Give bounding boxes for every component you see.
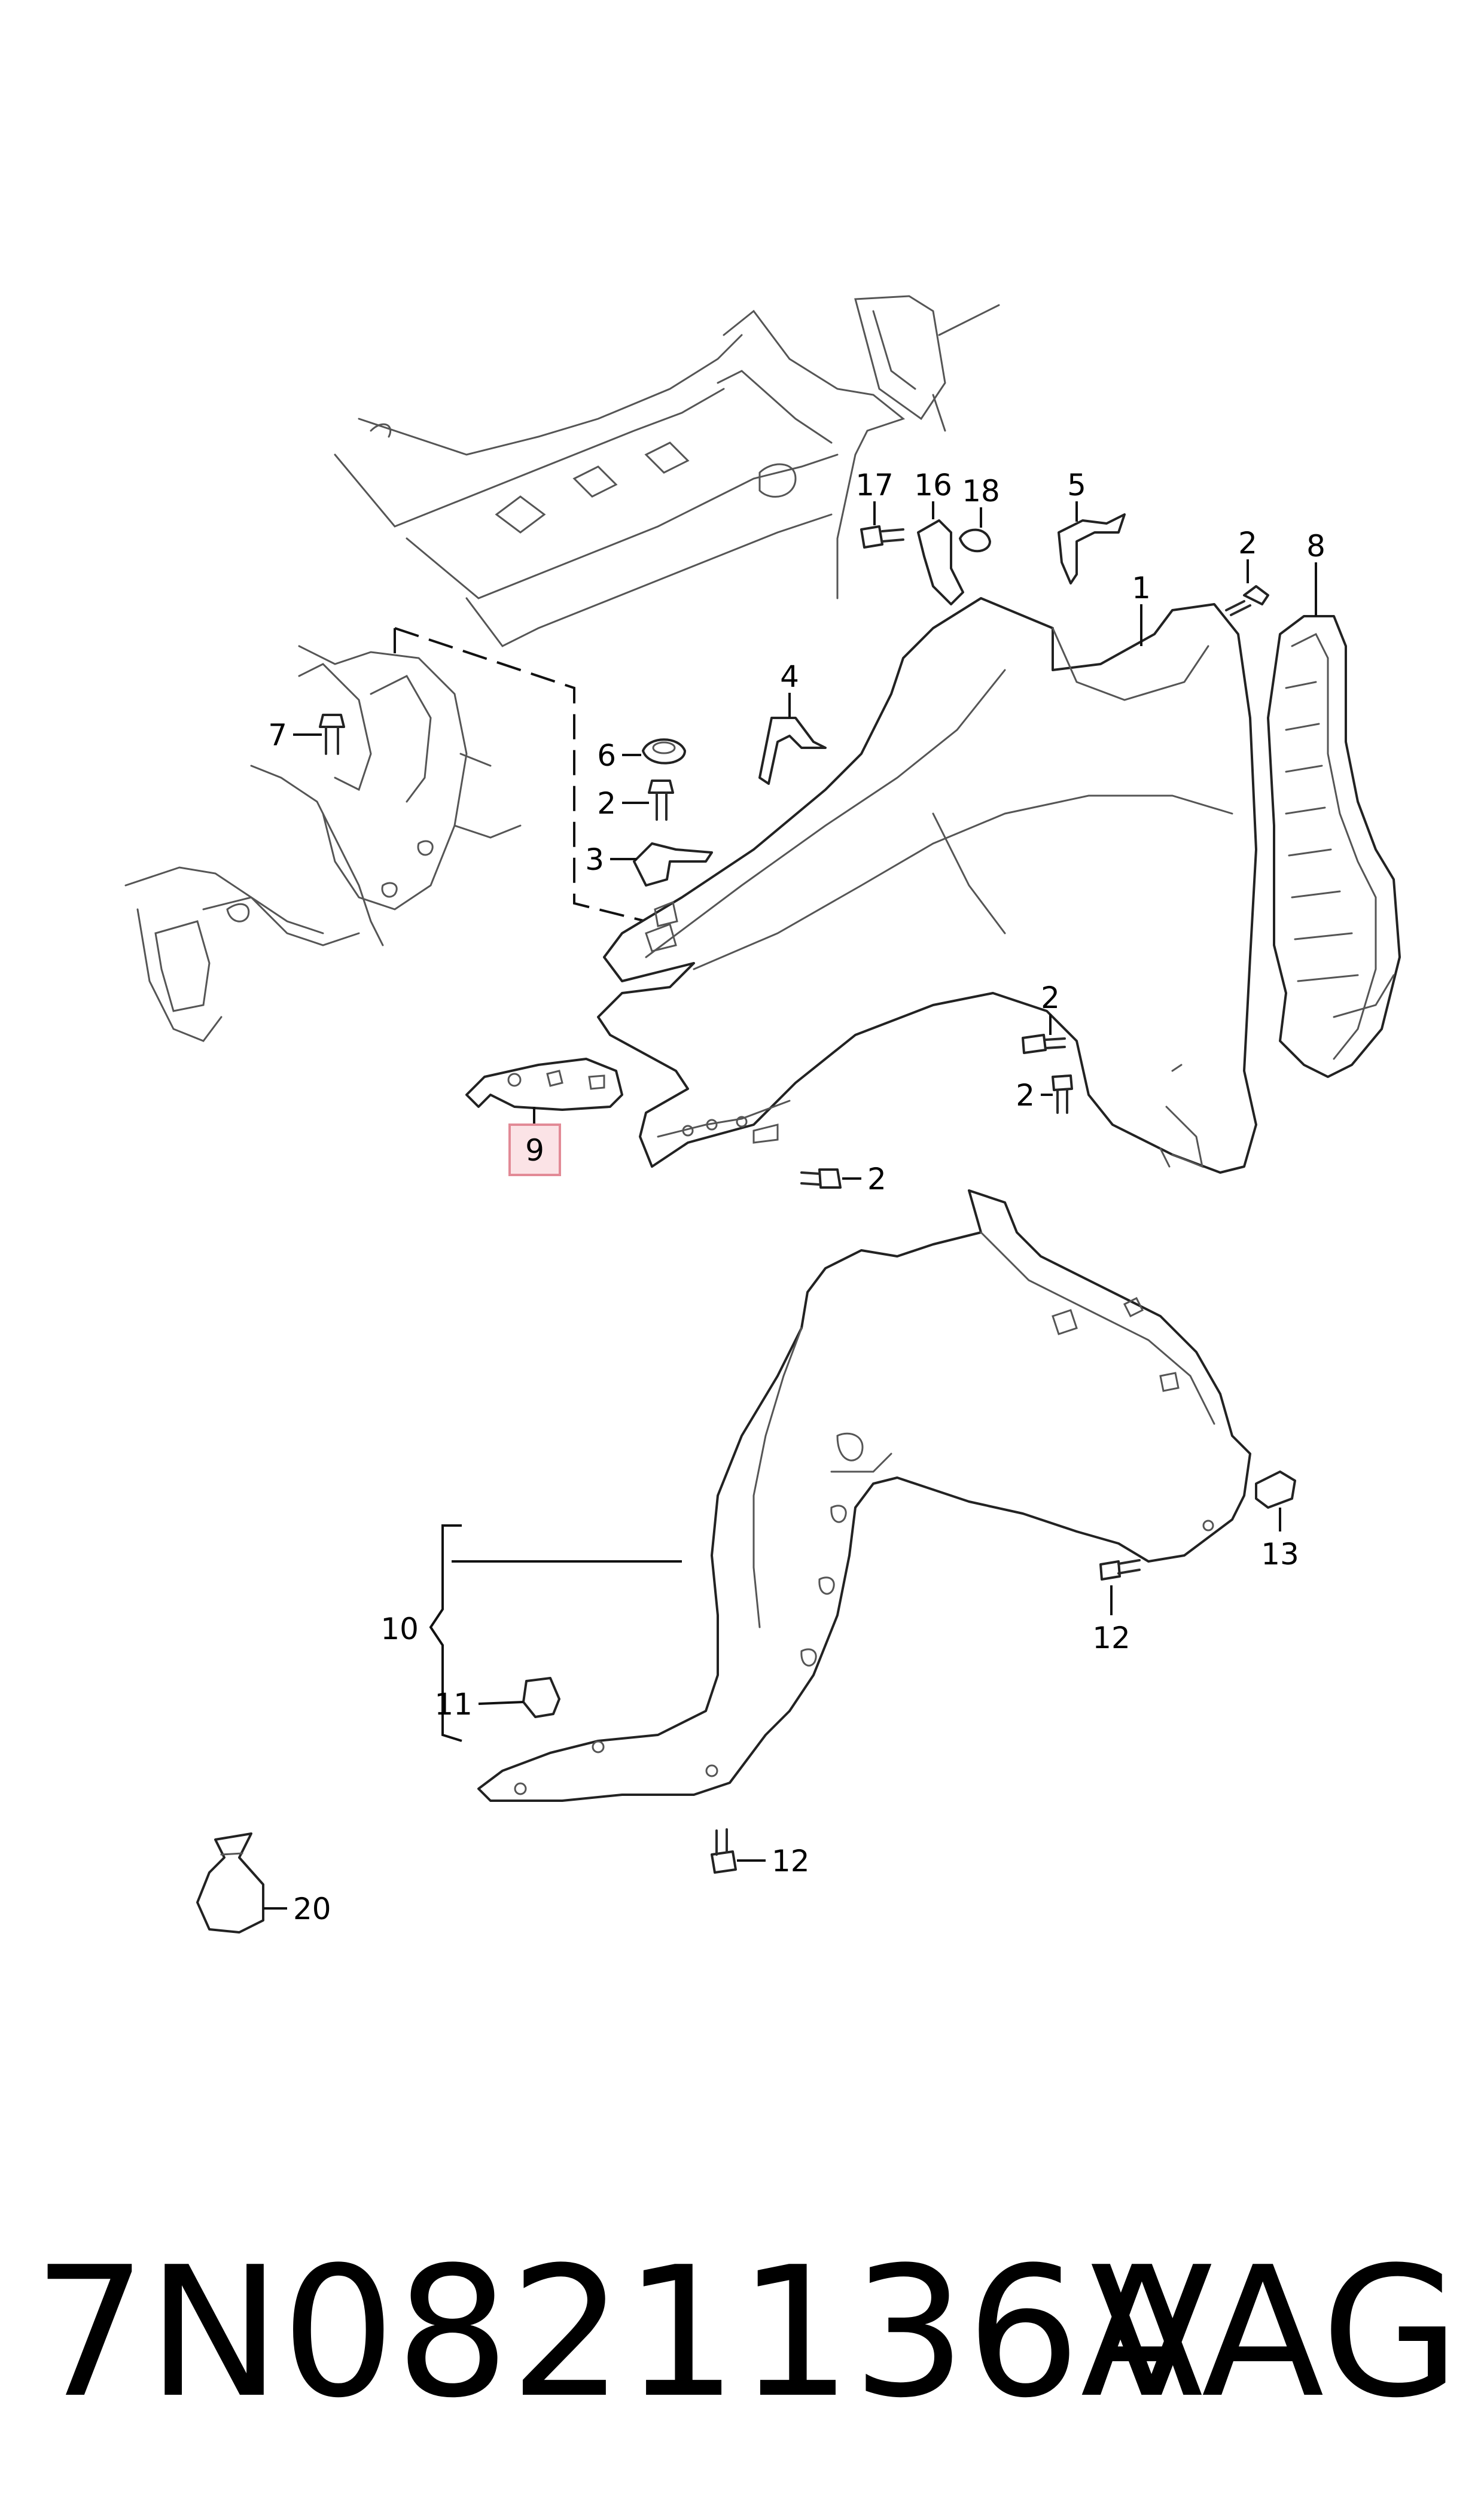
brand-name: VAG — [1090, 2228, 1460, 2437]
part-number: 7N0821136A — [33, 2228, 1203, 2437]
callout-13: 13 — [1261, 1537, 1299, 1572]
callouts: 1 2 2 2 2 2 3 4 5 6 7 8 9 10 11 12 12 13… — [268, 468, 1325, 1926]
callout-7: 7 — [268, 718, 287, 753]
part-9-bracket — [465, 1058, 623, 1111]
callout-10: 10 — [380, 1612, 419, 1646]
callout-6: 6 — [597, 738, 616, 773]
callout-9: 9 — [525, 1133, 544, 1168]
callout-2: 2 — [1238, 526, 1257, 561]
leader-lines — [263, 501, 1317, 1910]
callout-4: 4 — [780, 659, 799, 694]
callout-17: 17 — [855, 468, 894, 503]
callout-16: 16 — [914, 468, 952, 503]
body-structure — [124, 295, 1000, 1042]
highlight-box — [508, 1123, 561, 1176]
fender-bracket — [1267, 615, 1401, 1078]
callout-2: 2 — [597, 786, 616, 821]
callout-11: 11 — [434, 1687, 473, 1722]
callout-12: 12 — [1092, 1621, 1130, 1655]
fasteners — [196, 513, 1296, 1934]
callout-8: 8 — [1306, 529, 1325, 564]
callout-3: 3 — [585, 842, 604, 877]
callout-1: 1 — [1132, 571, 1151, 605]
callout-18: 18 — [962, 474, 1000, 509]
footer: 7N0821136A VAG — [0, 2213, 1484, 2453]
wheel-housing-liner — [477, 1189, 1251, 1802]
assembly-guide-line — [394, 627, 647, 922]
callout-2: 2 — [1016, 1078, 1035, 1113]
callout-5: 5 — [1067, 468, 1086, 503]
callout-20: 20 — [293, 1892, 331, 1926]
fender — [597, 597, 1257, 1174]
callout-2: 2 — [1041, 981, 1060, 1015]
callout-12: 12 — [772, 1844, 810, 1878]
callout-2: 2 — [867, 1162, 886, 1196]
